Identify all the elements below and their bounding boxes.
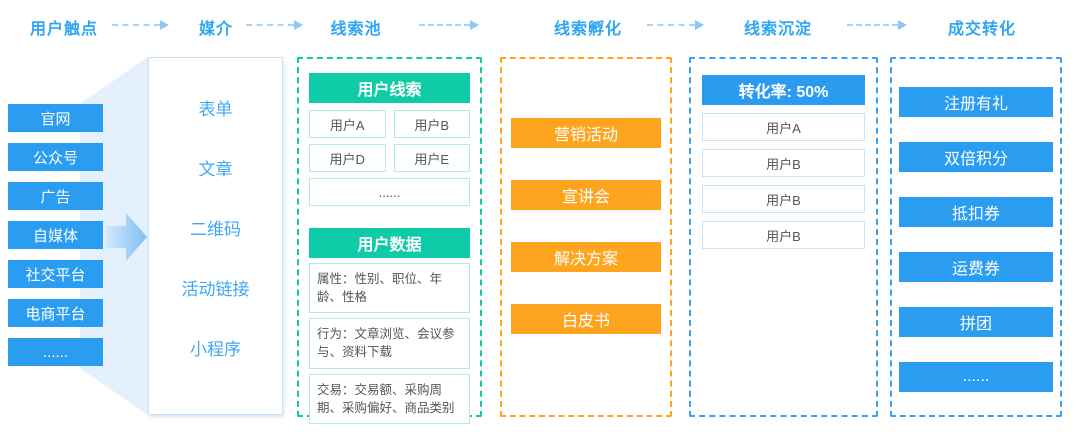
flow-arrow-icon bbox=[104, 211, 148, 268]
lead-cell-user-b: 用户B bbox=[393, 110, 470, 138]
arrow-right-icon bbox=[419, 20, 479, 30]
conversion-panel: 注册有礼 双倍积分 抵扣券 运费券 拼团 ...... bbox=[890, 57, 1062, 417]
incubation-panel: 营销活动 宣讲会 解决方案 白皮书 bbox=[500, 57, 672, 417]
stage-title-media: 媒介 bbox=[198, 21, 234, 38]
lead-cell-user-d: 用户D bbox=[309, 144, 386, 172]
touchpoint-ads: 广告 bbox=[8, 182, 103, 210]
conversion-shipping-coupon: 运费券 bbox=[899, 252, 1053, 282]
touchpoint-ecommerce: 电商平台 bbox=[8, 299, 103, 327]
user-data-transaction: 交易：交易额、采购周期、采购偏好、商品类别 bbox=[309, 373, 470, 424]
sedimentation-panel: 转化率: 50% 用户A 用户B 用户B 用户B bbox=[689, 57, 878, 417]
media-item-form: 表单 bbox=[198, 99, 233, 119]
user-data-header: 用户数据 bbox=[309, 228, 470, 258]
incubation-solution: 解决方案 bbox=[511, 242, 661, 272]
touchpoint-more: ...... bbox=[8, 338, 103, 366]
media-item-event-link: 活动链接 bbox=[181, 279, 250, 299]
lead-cell-more: ...... bbox=[309, 178, 470, 206]
lead-pool-panel: 用户线索 用户A 用户B 用户D 用户E ...... 用户数据 属性：性别、职… bbox=[297, 57, 482, 424]
user-data-attributes: 属性：性别、职位、年龄、性格 bbox=[309, 263, 470, 314]
stage-title-lead-pool: 线索池 bbox=[330, 21, 382, 38]
arrow-right-icon bbox=[246, 20, 303, 30]
sediment-row-user-a: 用户A bbox=[702, 113, 865, 141]
conversion-group-buy: 拼团 bbox=[899, 307, 1053, 337]
lead-grid: 用户A 用户B 用户D 用户E ...... bbox=[309, 110, 470, 206]
media-item-qrcode: 二维码 bbox=[190, 219, 241, 239]
touchpoint-official-account: 公众号 bbox=[8, 143, 103, 171]
incubation-presentation: 宣讲会 bbox=[511, 180, 661, 210]
touchpoint-official-site: 官网 bbox=[8, 104, 103, 132]
conversion-discount-coupon: 抵扣券 bbox=[899, 197, 1053, 227]
conversion-rate-header: 转化率: 50% bbox=[702, 75, 865, 105]
user-leads-header: 用户线索 bbox=[309, 73, 470, 103]
stage-title-touchpoints: 用户触点 bbox=[29, 21, 99, 38]
touchpoint-self-media: 自媒体 bbox=[8, 221, 103, 249]
incubation-whitepaper: 白皮书 bbox=[511, 304, 661, 334]
media-panel: 表单 文章 二维码 活动链接 小程序 bbox=[148, 57, 283, 415]
media-item-article: 文章 bbox=[198, 159, 233, 179]
arrow-right-icon bbox=[112, 20, 169, 30]
lead-cell-user-a: 用户A bbox=[309, 110, 386, 138]
stage-title-sedimentation: 线索沉淀 bbox=[743, 21, 813, 38]
user-data-behavior: 行为：文章浏览、会议参与、资料下载 bbox=[309, 318, 470, 369]
arrow-right-icon bbox=[647, 20, 704, 30]
stage-title-conversion: 成交转化 bbox=[947, 21, 1017, 38]
conversion-more: ...... bbox=[899, 362, 1053, 392]
conversion-double-points: 双倍积分 bbox=[899, 142, 1053, 172]
sediment-row-user-b: 用户B bbox=[702, 185, 865, 213]
lead-cell-user-e: 用户E bbox=[393, 144, 470, 172]
sediment-row-user-b: 用户B bbox=[702, 221, 865, 249]
stage-title-incubation: 线索孵化 bbox=[553, 21, 623, 38]
arrow-right-icon bbox=[847, 20, 907, 30]
conversion-signup-gift: 注册有礼 bbox=[899, 87, 1053, 117]
touchpoint-social-platform: 社交平台 bbox=[8, 260, 103, 288]
incubation-marketing-campaign: 营销活动 bbox=[511, 118, 661, 148]
sediment-row-user-b: 用户B bbox=[702, 149, 865, 177]
media-item-mini-program: 小程序 bbox=[190, 339, 241, 359]
